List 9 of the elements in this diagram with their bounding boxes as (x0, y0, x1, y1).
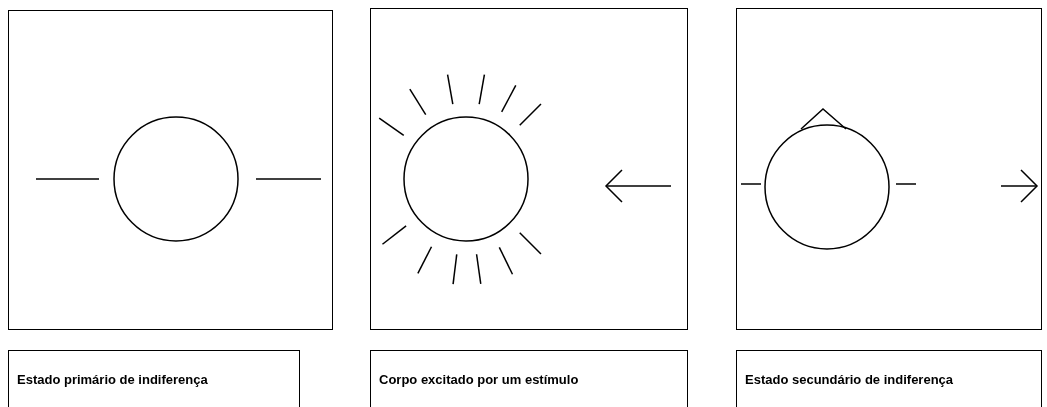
caption-box (370, 350, 688, 407)
panel-frame (8, 10, 333, 330)
caption-box (736, 350, 1042, 407)
caption-box (8, 350, 300, 407)
node-label: Estado secundário de indiferença (745, 371, 954, 387)
node-label: Corpo excitado por um estímulo (379, 371, 579, 387)
node-label: Estado primário de indiferença (17, 371, 208, 387)
panel-frame (370, 8, 688, 330)
panel-frame (736, 8, 1042, 330)
